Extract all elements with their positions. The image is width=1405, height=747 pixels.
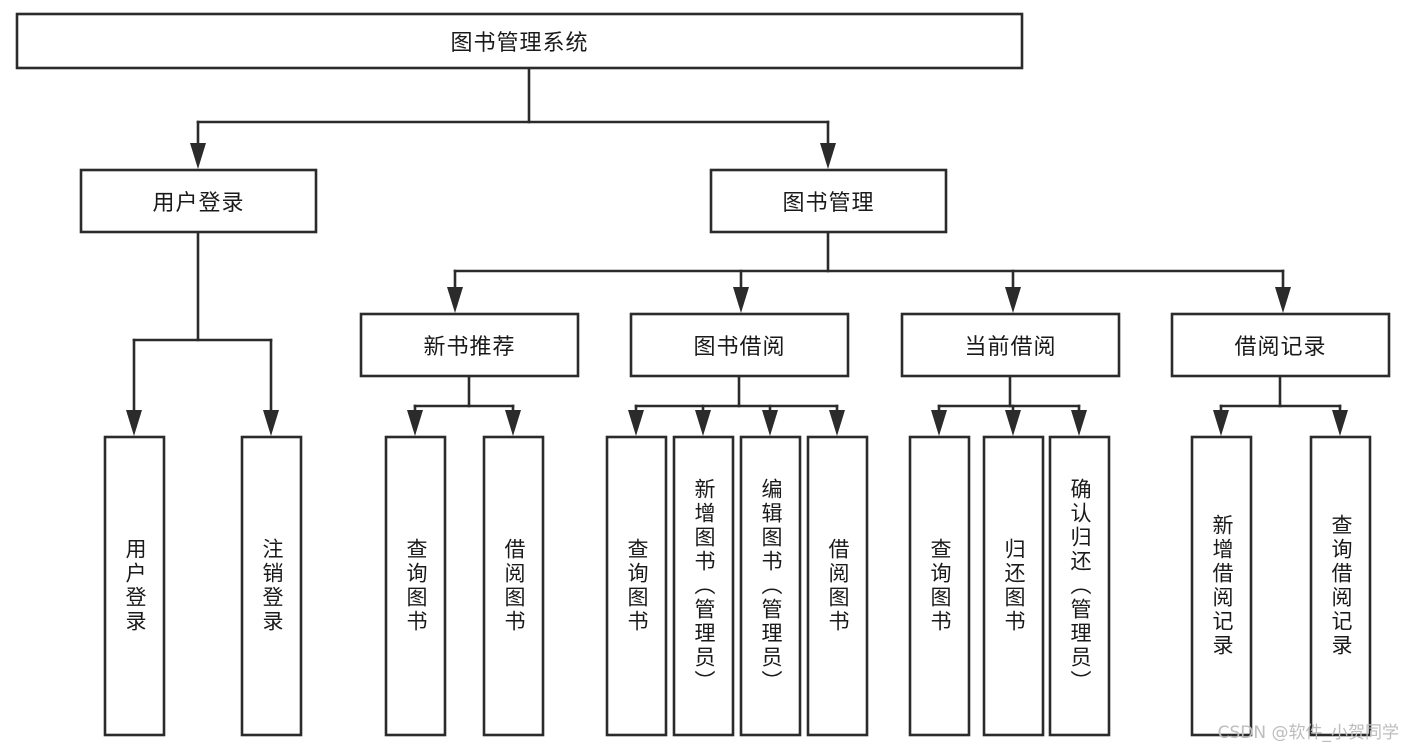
arrow-head-icon: [829, 410, 845, 436]
arrow-head-icon: [628, 410, 644, 436]
arrow-head-icon: [190, 143, 206, 169]
node-box-borrow-record[interactable]: [1170, 312, 1391, 378]
node-box-book-borrow[interactable]: [629, 312, 850, 378]
node-box-leaf-borrow-book[interactable]: [806, 435, 869, 737]
arrow-head-icon: [1213, 410, 1229, 436]
node-box-leaf-user-login[interactable]: [103, 435, 166, 737]
watermark-text: CSDN @软件_小贺同学: [1217, 723, 1399, 743]
arrow-head-icon: [695, 410, 711, 436]
arrow-head-icon: [263, 410, 279, 436]
node-box-leaf-query-book-cur[interactable]: [908, 435, 971, 737]
arrow-head-icon: [931, 410, 947, 436]
arrow-head-icon: [126, 410, 142, 436]
node-box-user-login[interactable]: [79, 168, 318, 234]
node-box-leaf-add-borrow-record[interactable]: [1190, 435, 1253, 737]
node-box-leaf-return-book[interactable]: [982, 435, 1045, 737]
arrow-head-icon: [762, 410, 778, 436]
arrow-head-icon: [407, 410, 423, 436]
arrow-head-icon: [1275, 287, 1291, 313]
node-box-new-book-recommend[interactable]: [359, 312, 580, 378]
node-box-root[interactable]: [15, 12, 1024, 70]
node-box-leaf-query-book-rec[interactable]: [384, 435, 447, 737]
arrow-head-icon: [1005, 287, 1021, 313]
arrow-head-icon: [733, 287, 749, 313]
arrow-head-icon: [505, 410, 521, 436]
node-box-leaf-query-borrow-record[interactable]: [1309, 435, 1372, 737]
node-box-leaf-confirm-return-admin[interactable]: [1048, 435, 1111, 737]
arrow-head-icon: [1071, 410, 1087, 436]
node-box-leaf-add-book-admin[interactable]: [672, 435, 735, 737]
node-box-book-manage[interactable]: [709, 168, 948, 234]
node-box-current-borrow[interactable]: [900, 312, 1121, 378]
arrow-head-icon: [820, 143, 836, 169]
node-box-leaf-query-book-borrow[interactable]: [605, 435, 668, 737]
node-box-leaf-borrow-book-rec[interactable]: [482, 435, 545, 737]
node-box-leaf-logout-login[interactable]: [240, 435, 303, 737]
arrow-head-icon: [447, 287, 463, 313]
node-box-leaf-edit-book-admin[interactable]: [739, 435, 802, 737]
arrow-head-icon: [1332, 410, 1348, 436]
arrow-head-icon: [1005, 410, 1021, 436]
